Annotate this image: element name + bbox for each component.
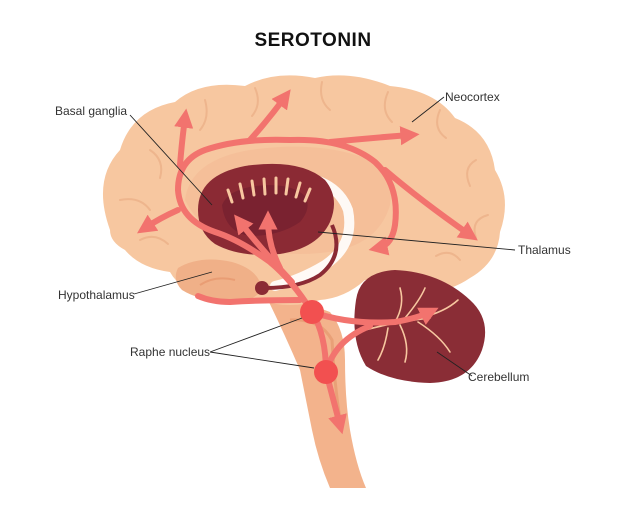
- cerebellum-shape: [354, 270, 486, 383]
- label-cerebellum: Cerebellum: [468, 370, 530, 384]
- hypothalamus-area: [175, 259, 262, 303]
- label-thalamus: Thalamus: [518, 243, 571, 257]
- label-basal-ganglia: Basal ganglia: [55, 104, 128, 118]
- dark-bulb: [255, 281, 269, 295]
- leader-hypothalamus: [133, 271, 213, 295]
- diagram-title: SEROTONIN: [254, 30, 372, 51]
- label-hypothalamus: Hypothalamus: [58, 288, 135, 302]
- leader-cerebellum: [436, 351, 473, 377]
- label-neocortex: Neocortex: [445, 90, 500, 104]
- leader-raphe-upper: [209, 317, 303, 353]
- leader-raphe-lower: [209, 351, 315, 369]
- leader-thalamus: [317, 231, 516, 251]
- label-raphe-nucleus: Raphe nucleus: [130, 345, 211, 359]
- leader-neocortex: [411, 96, 445, 123]
- raphe-nucleus-upper: [300, 300, 324, 324]
- raphe-nucleus-lower: [314, 360, 338, 384]
- leader-basal-ganglia: [129, 114, 213, 206]
